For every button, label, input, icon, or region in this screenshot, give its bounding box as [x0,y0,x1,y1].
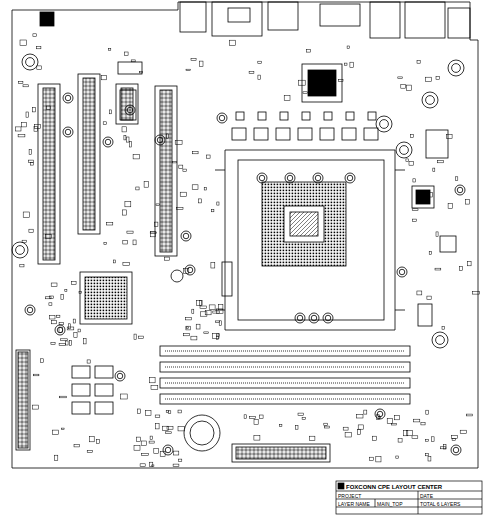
title-block-text: DATE [420,493,433,499]
title-block-text: LAYER NAME [338,501,370,507]
title-block-text: MAIN_TOP [377,501,402,507]
title-block-text: TOTAL 6 LAYERS [420,501,460,507]
title-block-text: FOXCONN CPE LAYOUT CENTER [346,484,442,490]
title-block-text: PROJECT [338,493,361,499]
